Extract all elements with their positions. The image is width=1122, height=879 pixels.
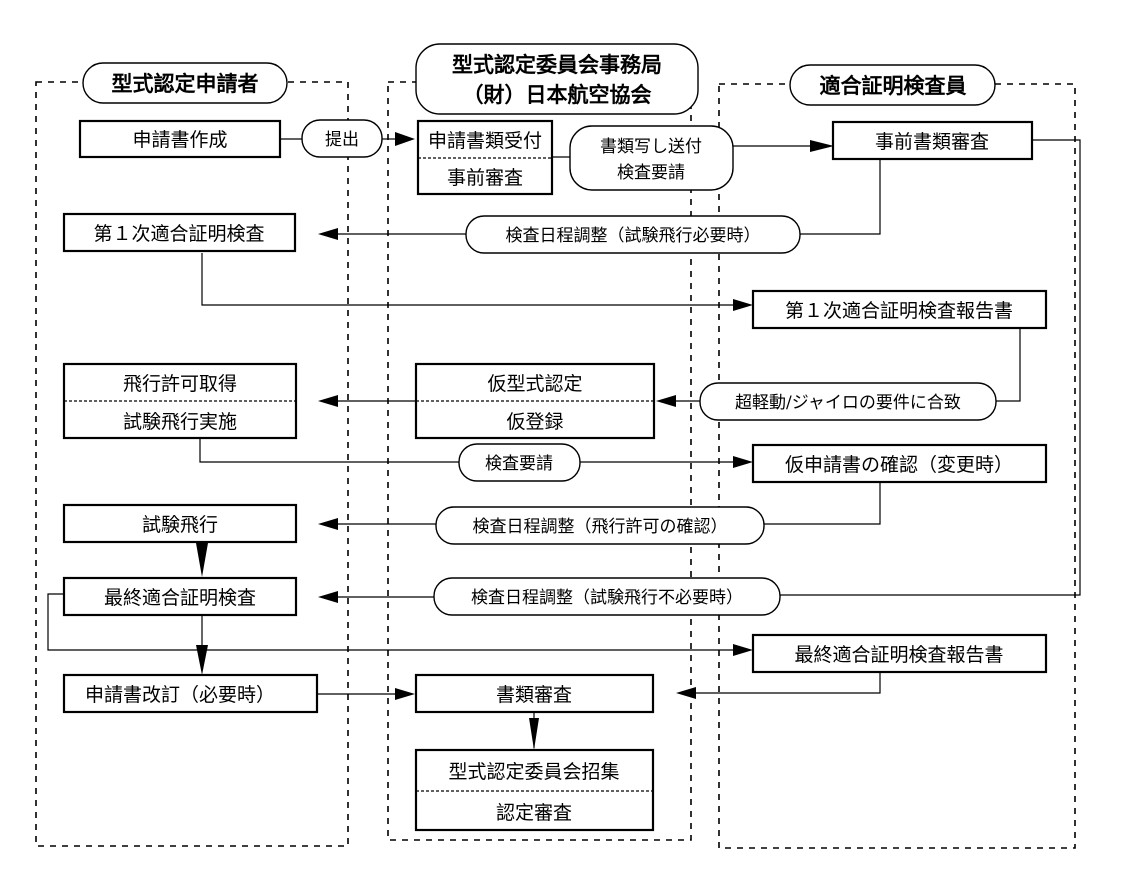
box-first-inspection: 第１次適合証明検査 (62, 212, 297, 253)
svg-text:検査日程調整（飛行許可の確認）: 検査日程調整（飛行許可の確認） (473, 517, 728, 537)
svg-text:検査要請: 検査要請 (617, 163, 685, 183)
arrowhead-right (733, 644, 753, 656)
box-first-report: 第１次適合証明検査報告書 (751, 289, 1048, 330)
svg-text:第１次適合証明検査報告書: 第１次適合証明検査報告書 (785, 300, 1013, 322)
svg-text:事前書類審査: 事前書類審査 (875, 131, 989, 153)
box-flight-permit-test-flight: 飛行許可取得 試験飛行実施 (62, 362, 298, 440)
pill-inspection-request: 検査要請 (458, 443, 581, 482)
svg-text:検査日程調整（試験飛行必要時）: 検査日程調整（試験飛行必要時） (506, 226, 761, 246)
lane-applicant (35, 81, 349, 847)
box-receive-pre-review: 申請書類受付 事前審査 (416, 119, 554, 196)
arrowhead-down (196, 543, 208, 577)
lane-secretariat (387, 81, 692, 841)
box-revise-application: 申請書改訂（必要時） (62, 673, 319, 714)
pill-schedule-flight-needed: 検査日程調整（試験飛行必要時） (465, 215, 801, 254)
arrowhead-right (733, 299, 753, 311)
test-flight-exec-label: 試験飛行実施 (123, 411, 237, 433)
svg-text:仮申請書の確認（変更時）: 仮申請書の確認（変更時） (785, 454, 1013, 476)
arrowhead-left (676, 687, 696, 699)
arrowhead-right (395, 688, 415, 700)
arrowhead-down (529, 718, 539, 750)
box-final-report: 最終適合証明検査報告書 (751, 633, 1048, 674)
arrowhead-left (318, 395, 338, 407)
svg-text:第１次適合証明検査: 第１次適合証明検査 (93, 223, 264, 245)
lane-header-secretariat-line1: 型式認定委員会事務局 (452, 53, 662, 77)
arrowhead-right (395, 132, 415, 146)
lane-inspector (718, 83, 1076, 849)
pill-schedule-flight-not-needed: 検査日程調整（試験飛行不必要時） (433, 577, 781, 616)
cert-review-label: 認定審査 (496, 802, 572, 824)
arrowhead-left (656, 395, 676, 407)
arrowhead-down (196, 645, 208, 675)
arrowhead-right (810, 140, 834, 152)
svg-text:最終適合証明検査報告書: 最終適合証明検査報告書 (794, 644, 1003, 666)
flight-permit-label: 飛行許可取得 (123, 373, 237, 395)
svg-text:提出: 提出 (325, 130, 359, 150)
arrowhead-right (733, 456, 753, 468)
svg-text:申請書改訂（必要時）: 申請書改訂（必要時） (85, 684, 275, 706)
lane-header-secretariat: 型式認定委員会事務局 （財）日本航空協会 (415, 43, 699, 115)
pill-schedule-permit-check: 検査日程調整（飛行許可の確認） (435, 506, 765, 545)
box-final-inspection: 最終適合証明検査 (62, 576, 298, 617)
box-test-flight: 試験飛行 (62, 503, 298, 544)
pill-submit: 提出 (301, 119, 383, 158)
arrowhead-left (318, 591, 338, 603)
svg-text:最終適合証明検査: 最終適合証明検査 (104, 587, 256, 609)
svg-text:申請書作成: 申請書作成 (132, 129, 227, 151)
provisional-type-cert-label: 仮型式認定 (487, 373, 582, 395)
svg-text:試験飛行: 試験飛行 (142, 514, 218, 536)
pre-review-label: 事前審査 (447, 167, 523, 189)
provisional-registration-label: 仮登録 (506, 411, 563, 433)
svg-text:検査日程調整（試験飛行不必要時）: 検査日程調整（試験飛行不必要時） (471, 588, 743, 608)
convene-committee-label: 型式認定委員会招集 (448, 761, 619, 783)
lane-header-applicant: 型式認定申請者 (82, 62, 288, 104)
lane-header-applicant-label: 型式認定申請者 (112, 72, 259, 96)
lane-header-secretariat-line2: （財）日本航空協会 (463, 83, 652, 107)
svg-text:書類写し送付: 書類写し送付 (600, 137, 702, 157)
box-document-review: 書類審査 (414, 673, 655, 714)
arrowhead-left (318, 228, 338, 240)
svg-text:超軽動/ジャイロの要件に合致: 超軽動/ジャイロの要件に合致 (735, 393, 961, 413)
box-confirm-provisional-application: 仮申請書の確認（変更時） (751, 443, 1048, 484)
lane-header-inspector: 適合証明検査員 (789, 64, 996, 106)
receive-application-label: 申請書類受付 (428, 130, 542, 152)
box-create-application: 申請書作成 (78, 119, 282, 159)
box-committee-cert-review: 型式認定委員会招集 認定審査 (414, 748, 655, 832)
pill-send-copy-request: 書類写し送付 検査要請 (569, 125, 734, 191)
lane-header-inspector-label: 適合証明検査員 (820, 74, 967, 98)
box-provisional-cert-registration: 仮型式認定 仮登録 (414, 362, 656, 440)
svg-text:書類審査: 書類審査 (496, 684, 572, 706)
svg-text:検査要請: 検査要請 (485, 454, 553, 474)
box-pre-document-review: 事前書類審査 (831, 120, 1034, 161)
arrowhead-left (318, 518, 338, 530)
pill-meets-requirements: 超軽動/ジャイロの要件に合致 (699, 382, 997, 421)
